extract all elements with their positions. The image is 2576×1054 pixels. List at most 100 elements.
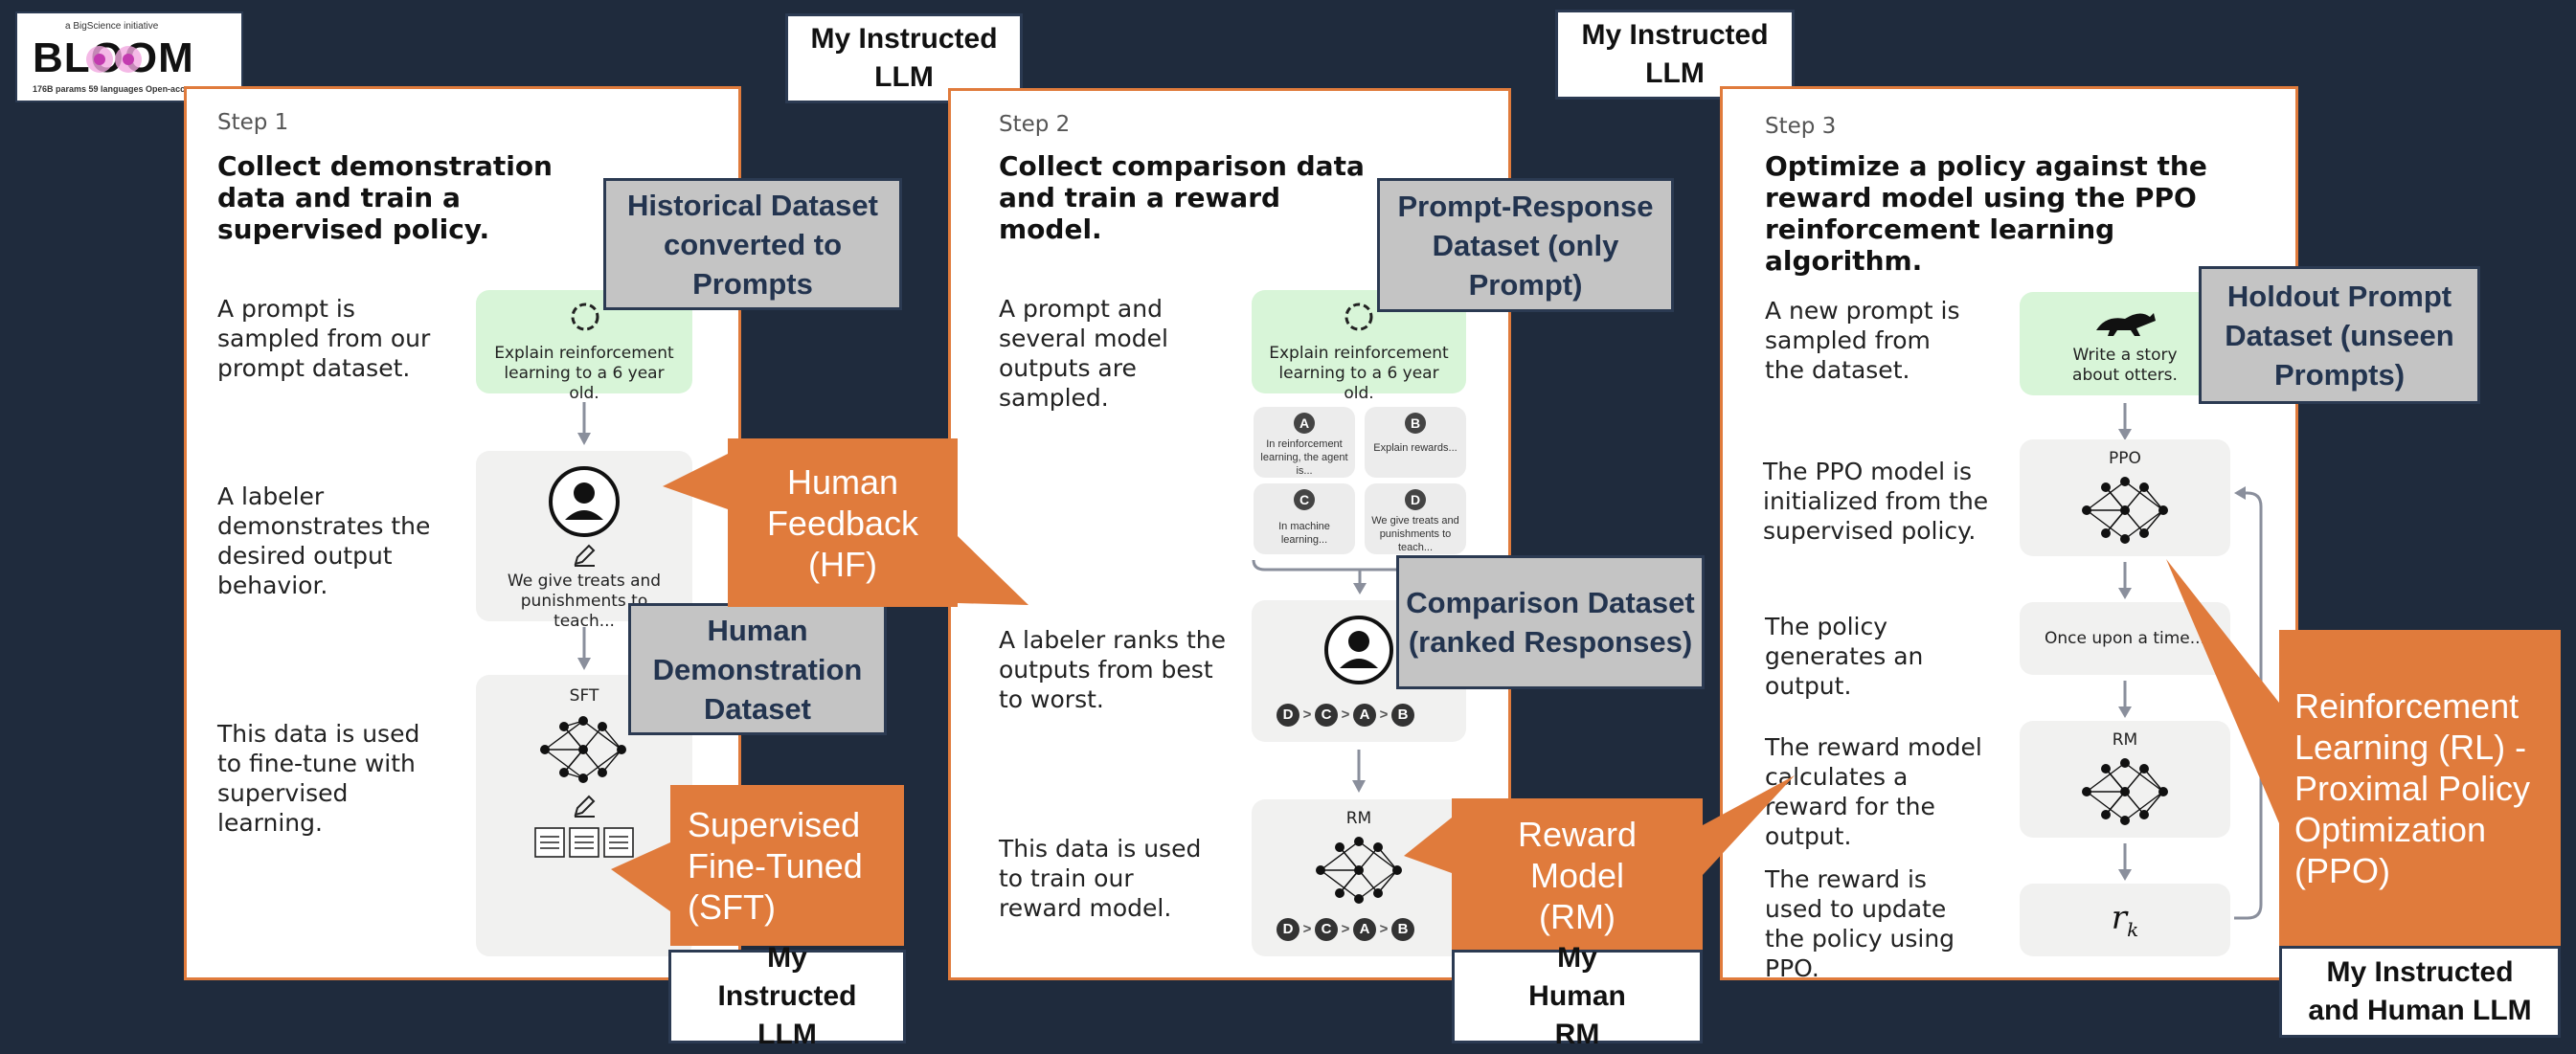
rl-ppo-box: Reinforcement Learning (RL) - Proximal P… [2279, 630, 2561, 946]
option-card: C In machine learning... [1254, 483, 1355, 554]
rm-label: RM [2112, 730, 2138, 750]
step2-title: Collect comparison data and train a rewa… [999, 150, 1365, 245]
pencil-icon [572, 543, 597, 572]
documents-icon [533, 826, 635, 863]
rank-item: C [1315, 704, 1338, 727]
network-icon [2079, 474, 2171, 551]
step3-panel: Step 3 Optimize a policy against the rew… [1720, 86, 2298, 982]
step2-prompt-text: Explain reinforcement learning to a 6 ye… [1269, 344, 1449, 403]
step1-prompt-text: Explain reinforcement learning to a 6 ye… [494, 344, 674, 403]
arrow-down-icon [575, 402, 594, 451]
step3-text3: The policy generates an output. [1765, 613, 1924, 700]
rank-item: C [1315, 918, 1338, 941]
step1-label: Step 1 [217, 110, 289, 135]
pencil-icon [572, 794, 597, 823]
option-card: D We give treats and punishments to teac… [1365, 483, 1466, 554]
rank-item: D [1277, 918, 1299, 941]
step3-rm-card: RM [2020, 721, 2230, 838]
comparison-dataset-box: Comparison Dataset (ranked Responses) [1396, 555, 1705, 689]
step3-prompt-card: Write a story about otters. [2020, 292, 2230, 395]
ranking-row: D>C>A>B [1277, 918, 1414, 941]
bottom-label-ppo: My Instructed and Human LLM [2279, 946, 2561, 1038]
arrow-down-icon [2115, 562, 2135, 605]
reward-r: r [2111, 899, 2128, 937]
step2-rm-card: RM D>C>A>B [1252, 799, 1466, 956]
holdout-prompt-dataset-box: Holdout Prompt Dataset (unseen Prompts) [2199, 266, 2480, 404]
option-text: In machine learning... [1278, 521, 1330, 546]
human-feedback-box: Human Feedback (HF) [728, 438, 958, 607]
rank-item: D [1277, 704, 1299, 727]
step3-text1: A new prompt is sampled from the dataset… [1765, 297, 1960, 384]
step3-prompt-text: Write a story about otters. [2072, 346, 2178, 385]
network-icon [2079, 755, 2171, 833]
step3-output-text: Once upon a time... [2045, 629, 2205, 648]
reward-symbol: rk [2020, 899, 2230, 941]
arrow-down-icon [2115, 681, 2135, 724]
historical-dataset-box: Historical Dataset converted to Prompts [603, 178, 902, 310]
option-card: B Explain rewards... [1365, 407, 1466, 478]
rm-pointer-right [1703, 775, 1795, 875]
option-text: In reinforcement learning, the agent is.… [1260, 438, 1348, 477]
step2-prompt-card: Explain reinforcement learning to a 6 ye… [1252, 290, 1466, 403]
hf-pointer-left [663, 454, 728, 509]
step1-text1: A prompt is sampled from our prompt data… [217, 295, 431, 382]
labeler-avatar-icon [547, 464, 621, 544]
reward-model-box: Reward Model (RM) [1452, 798, 1703, 952]
step3-ppo-card: PPO [2020, 439, 2230, 556]
logo-flower-icon [86, 42, 172, 81]
sft-box: Supervised Fine-Tuned (SFT) [670, 785, 904, 946]
human-demonstration-dataset-box: Human Demonstration Dataset [628, 603, 887, 735]
network-icon [1313, 834, 1405, 911]
step1-title: Collect demonstration data and train a s… [217, 150, 553, 245]
step3-text4: The reward model calculates a reward for… [1765, 733, 1982, 850]
reward-k: k [2127, 917, 2139, 941]
step2-text2: A labeler ranks the outputs from best to… [999, 626, 1227, 713]
step3-reward-card: rk [2020, 884, 2230, 956]
logo-stats: 176B params 59 languages Open-access [33, 84, 200, 94]
step1-text3: This data is used to fine-tune with supe… [217, 720, 420, 837]
step1-labeler-text: We give treats and punishments to teach.… [507, 572, 662, 631]
bloom-logo: a BigScience initiative BLOOM 176B param… [15, 11, 243, 102]
option-letter: D [1405, 489, 1426, 510]
rm-pointer-left [1404, 818, 1452, 873]
cycle-icon [568, 300, 602, 339]
step3-title: Optimize a policy against the reward mod… [1765, 150, 2207, 277]
option-letter: C [1294, 489, 1315, 510]
prompt-response-dataset-box: Prompt-Response Dataset (only Prompt) [1377, 178, 1674, 312]
top-label-step3: My Instructed LLM [1555, 10, 1795, 100]
labeler-avatar-icon [1322, 614, 1395, 691]
step3-label: Step 3 [1765, 114, 1837, 139]
step2-label: Step 2 [999, 112, 1071, 137]
logo-initiative: a BigScience initiative [65, 21, 159, 32]
option-card: A In reinforcement learning, the agent i… [1254, 407, 1355, 478]
step2-text3: This data is used to train our reward mo… [999, 835, 1202, 922]
arrow-down-icon [2115, 403, 2135, 446]
rank-item: A [1353, 918, 1376, 941]
ranking-row: D>C>A>B [1277, 704, 1414, 727]
step2-panel: Step 2 Collect comparison data and train… [948, 88, 1511, 980]
bottom-label-sft: My Instructed LLM [668, 942, 906, 1050]
step3-text5: The reward is used to update the policy … [1765, 865, 1955, 982]
network-icon [537, 713, 629, 791]
arrow-down-icon [575, 627, 594, 676]
step1-text2: A labeler demonstrates the desired outpu… [217, 482, 431, 599]
ppo-label: PPO [2109, 449, 2141, 468]
step2-text1: A prompt and several model outputs are s… [999, 295, 1168, 412]
option-letter: B [1405, 413, 1426, 434]
rank-item: B [1391, 704, 1414, 727]
rl-pointer [2166, 559, 2279, 823]
option-text: We give treats and punishments to teach.… [1371, 515, 1459, 553]
sft-pointer [611, 842, 670, 911]
option-letter: A [1294, 413, 1315, 434]
step1-labeler-card: We give treats and punishments to teach.… [476, 451, 692, 631]
hf-pointer-right [958, 536, 1028, 605]
sft-label: SFT [569, 686, 599, 706]
otter-icon [2092, 302, 2159, 345]
arrow-down-icon [1349, 750, 1368, 798]
rank-item: B [1391, 918, 1414, 941]
step3-text2: The PPO model is initialized from the su… [1763, 458, 1989, 545]
cycle-icon [1342, 300, 1376, 339]
arrow-down-icon [2115, 843, 2135, 886]
rank-item: A [1353, 704, 1376, 727]
